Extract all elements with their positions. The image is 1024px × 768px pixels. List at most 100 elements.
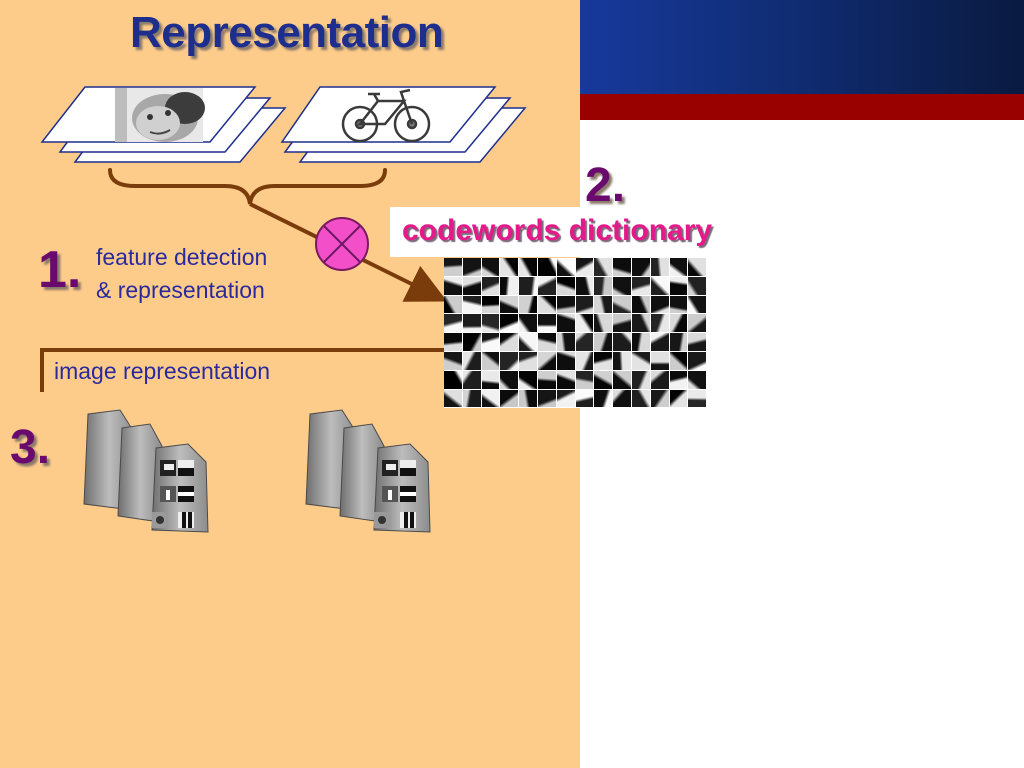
codeword-patch: [519, 389, 537, 408]
codeword-patch: [650, 276, 669, 295]
codeword-patch: [669, 333, 688, 351]
codeword-patch: [538, 314, 556, 333]
codeword-patch: [519, 258, 537, 276]
codeword-patch: [462, 276, 481, 295]
codeword-patch: [669, 276, 688, 295]
codeword-patch: [556, 389, 575, 408]
codeword-patch: [500, 295, 519, 314]
codeword-patch: [481, 295, 500, 314]
codeword-patch: [462, 370, 481, 389]
codeword-patch: [500, 352, 519, 370]
codeword-patch: [632, 295, 650, 314]
codeword-patch: [613, 295, 631, 314]
codeword-patch: [538, 352, 556, 370]
step-marker-1: 1.: [38, 241, 82, 299]
codeword-patch: [556, 295, 575, 314]
codeword-patch: [594, 276, 613, 295]
codeword-patch: [575, 333, 594, 351]
codeword-patch: [688, 352, 707, 370]
codeword-patch: [462, 295, 481, 314]
codeword-patch: [632, 258, 650, 276]
codeword-patch: [462, 333, 481, 351]
codeword-patch: [500, 276, 519, 295]
codeword-patch: [444, 295, 462, 314]
codeword-patch: [632, 389, 650, 408]
codebook-label-box: [390, 207, 755, 257]
codeword-patch: [688, 295, 707, 314]
codeword-patch: [556, 370, 575, 389]
codeword-patch: [669, 370, 688, 389]
codeword-patch: [500, 314, 519, 333]
codeword-patch: [613, 333, 631, 351]
codeword-patch: [613, 258, 631, 276]
codeword-patch: [444, 276, 462, 295]
codeword-patch: [669, 295, 688, 314]
codeword-patch: [688, 314, 707, 333]
codeword-patch: [613, 276, 631, 295]
bicycle-photo-icon: [341, 88, 431, 143]
codeword-patch: [444, 389, 462, 408]
grouping-brace: [108, 168, 387, 205]
codeword-patch: [519, 314, 537, 333]
codeword-patch: [538, 333, 556, 351]
codeword-patch: [669, 314, 688, 333]
bicycle-image-stack: [280, 86, 527, 163]
bag-group-1: [83, 409, 209, 533]
codeword-patch: [650, 295, 669, 314]
codeword-patch: [462, 314, 481, 333]
bag-group-2: [305, 409, 431, 533]
bag-codewords-2: [374, 460, 416, 528]
codeword-patch: [481, 389, 500, 408]
codeword-patch: [500, 258, 519, 276]
codebook-label: codewords dictionary: [402, 214, 713, 247]
codeword-patch: [556, 314, 575, 333]
codeword-patch: [519, 333, 537, 351]
codeword-patch: [632, 333, 650, 351]
codeword-patch: [613, 389, 631, 408]
codeword-patch: [613, 352, 631, 370]
codeword-patch: [632, 370, 650, 389]
codeword-patch: [444, 258, 462, 276]
codeword-patch: [650, 258, 669, 276]
codeword-patch: [481, 276, 500, 295]
codeword-patch: [613, 370, 631, 389]
codeword-patch: [650, 333, 669, 351]
codeword-patch: [594, 370, 613, 389]
codeword-patch: [538, 370, 556, 389]
codeword-patch: [575, 314, 594, 333]
image-representation-label: image representation: [54, 358, 271, 384]
codeword-patch: [538, 276, 556, 295]
codeword-patch: [575, 352, 594, 370]
face-image-stack: [40, 86, 287, 163]
face-photo-icon: [115, 88, 205, 142]
codeword-patch: [519, 276, 537, 295]
codeword-patch: [519, 370, 537, 389]
codeword-patch: [519, 352, 537, 370]
slide-title: Representation: [130, 8, 444, 57]
codeword-patch: [688, 258, 707, 276]
codeword-patch: [594, 389, 613, 408]
codeword-patch: [632, 314, 650, 333]
codeword-patch: [556, 333, 575, 351]
feature-label-line-2: & representation: [96, 277, 265, 303]
codeword-patch: [556, 258, 575, 276]
circle-cross-icon: [315, 217, 369, 271]
codeword-patch: [650, 389, 669, 408]
step-marker-3: 3.: [10, 421, 51, 474]
codeword-patch: [500, 370, 519, 389]
codeword-patch: [688, 370, 707, 389]
codeword-patch: [632, 352, 650, 370]
codeword-patch: [632, 276, 650, 295]
right-header-stripe: [580, 94, 1024, 120]
right-header-band: [580, 0, 1024, 94]
codeword-patch: [594, 258, 613, 276]
feature-label-line-1: feature detection: [96, 244, 268, 270]
codeword-patch: [462, 389, 481, 408]
codeword-patch: [594, 314, 613, 333]
bag-codewords-1: [152, 460, 194, 528]
codeword-patch: [444, 352, 462, 370]
codeword-patch: [575, 389, 594, 408]
codeword-patch: [500, 389, 519, 408]
codeword-patch: [688, 276, 707, 295]
